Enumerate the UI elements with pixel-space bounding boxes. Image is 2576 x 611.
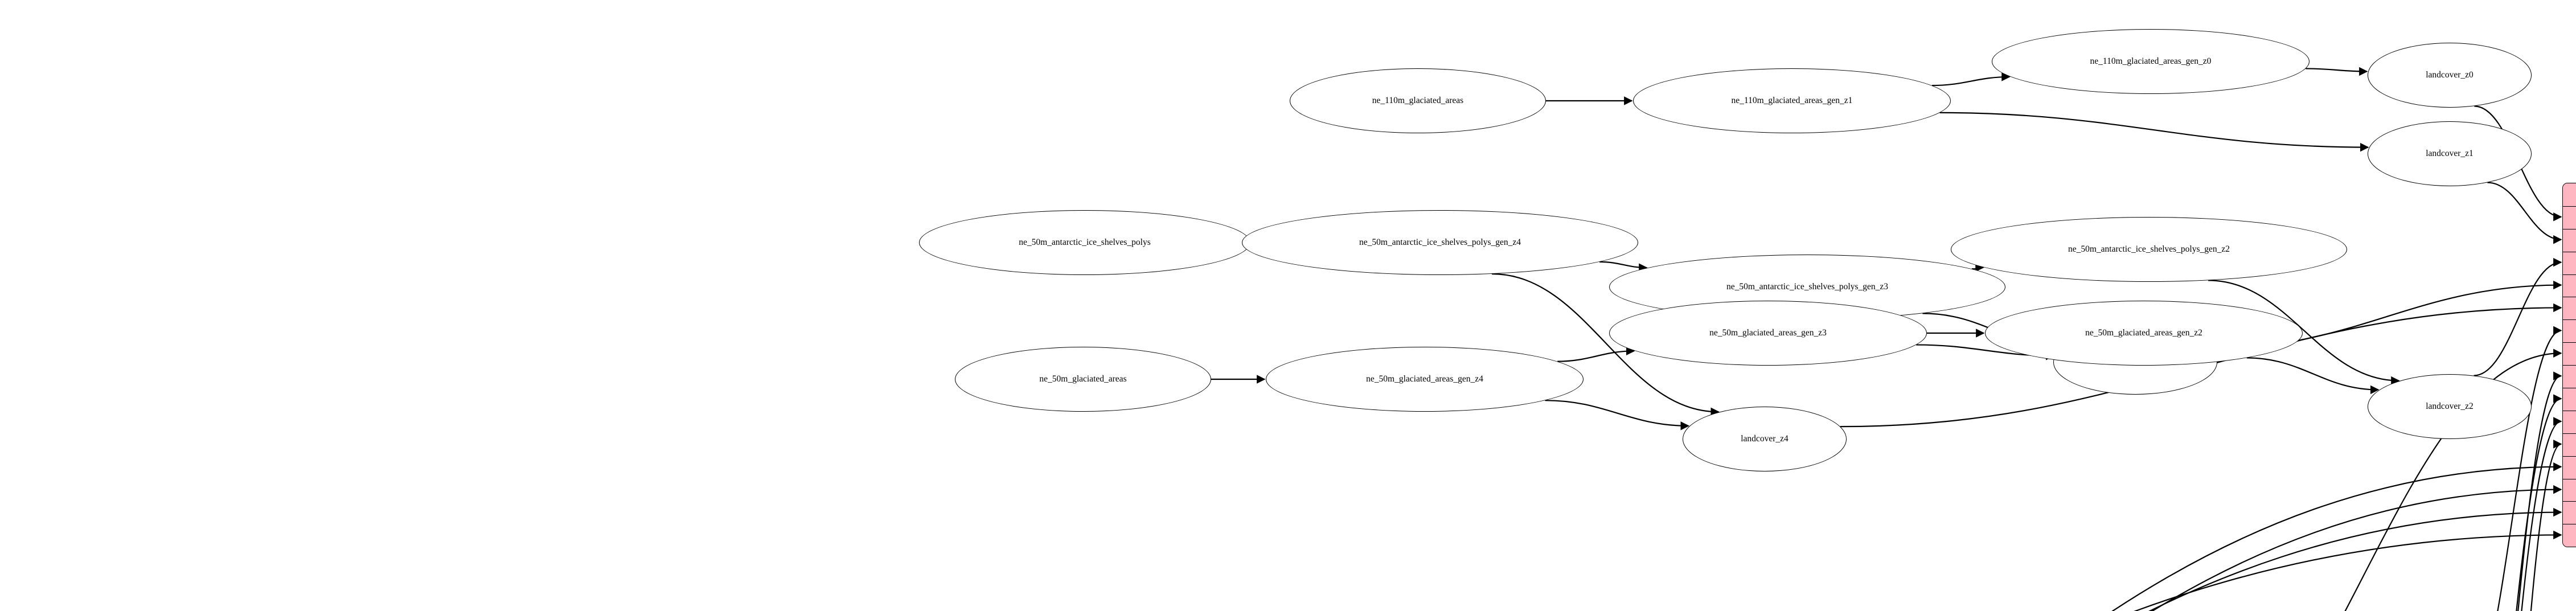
graph-node-label: ne_50m_antarctic_ice_shelves_polys_gen_z… — [1359, 237, 1521, 248]
graph-node-ne_50m_glaciated_areas[interactable]: ne_50m_glaciated_areas — [955, 347, 1211, 412]
graph-node-landcover_z0[interactable]: landcover_z0 — [2368, 43, 2532, 108]
graph-node-label: ne_50m_glaciated_areas_gen_z3 — [1709, 328, 1827, 338]
record-row-z5[interactable]: z5 — [2563, 319, 2576, 343]
record-row-z11[interactable]: z11 — [2563, 456, 2576, 479]
graph-node-label: landcover_z1 — [2426, 149, 2474, 159]
graph-node-ne_110m_glaciated_areas[interactable]: ne_110m_glaciated_areas — [1290, 68, 1546, 133]
graph-node-ne_50m_glaciated_areas_gen_z2[interactable]: ne_50m_glaciated_areas_gen_z2 — [1985, 301, 2303, 366]
record-row-z13[interactable]: z13 — [2563, 501, 2576, 524]
graph-node-landcover_z1[interactable]: landcover_z1 — [2368, 121, 2532, 186]
record-row-z0[interactable]: z0 — [2563, 206, 2576, 229]
graph-node-landcover_z4[interactable]: landcover_z4 — [1683, 407, 1847, 471]
graph-node-ne_110m_glaciated_areas_gen_z0[interactable]: ne_110m_glaciated_areas_gen_z0 — [1992, 29, 2310, 94]
record-row-z9[interactable]: z9 — [2563, 410, 2576, 433]
record-row-z1[interactable]: z1 — [2563, 228, 2576, 252]
graph-node-label: ne_110m_glaciated_areas — [1372, 96, 1464, 106]
record-row-z8[interactable]: z8 — [2563, 388, 2576, 411]
graph-node-label: ne_110m_glaciated_areas_gen_z1 — [1731, 96, 1853, 106]
record-header: layer_landcover — [2563, 183, 2576, 206]
graph-node-label: ne_50m_glaciated_areas — [1039, 374, 1127, 384]
record-row-z3[interactable]: z3 — [2563, 274, 2576, 297]
graph-node-label: ne_50m_antarctic_ice_shelves_polys_gen_z… — [2068, 244, 2230, 255]
graph-node-label: ne_110m_glaciated_areas_gen_z0 — [2090, 56, 2212, 67]
record-row-z14+[interactable]: z14+ — [2563, 524, 2576, 547]
record-row-z12[interactable]: z12 — [2563, 478, 2576, 502]
record-row-z7[interactable]: z7 — [2563, 365, 2576, 388]
graph-node-ne_50m_antarctic_ice_shelves_polys_gen_z4[interactable]: ne_50m_antarctic_ice_shelves_polys_gen_z… — [1242, 210, 1638, 275]
graph-node-ne_50m_glaciated_areas_gen_z3[interactable]: ne_50m_glaciated_areas_gen_z3 — [1609, 301, 1927, 366]
graph-node-label: ne_50m_antarctic_ice_shelves_polys_gen_z… — [1726, 282, 1889, 292]
graph-node-landcover_z2[interactable]: landcover_z2 — [2368, 374, 2532, 439]
record-row-z2[interactable]: z2 — [2563, 251, 2576, 274]
graph-node-label: landcover_z4 — [1741, 434, 1789, 444]
record-row-z6[interactable]: z6 — [2563, 342, 2576, 366]
record-row-z10[interactable]: z10 — [2563, 433, 2576, 456]
graph-node-ne_50m_glaciated_areas_gen_z4[interactable]: ne_50m_glaciated_areas_gen_z4 — [1266, 347, 1584, 412]
graph-node-ne_50m_antarctic_ice_shelves_polys_gen_z2[interactable]: ne_50m_antarctic_ice_shelves_polys_gen_z… — [1951, 217, 2347, 282]
graph-node-ne_50m_antarctic_ice_shelves_polys[interactable]: ne_50m_antarctic_ice_shelves_polys — [919, 210, 1250, 275]
graph-node-label: ne_50m_glaciated_areas_gen_z2 — [2085, 328, 2202, 338]
graph-node-label: landcover_z0 — [2426, 70, 2474, 80]
record-row-z4[interactable]: z4 — [2563, 297, 2576, 320]
graph-node-label: ne_50m_antarctic_ice_shelves_polys — [1019, 237, 1151, 248]
graph-node-label: ne_50m_glaciated_areas_gen_z4 — [1366, 374, 1483, 384]
record-table-layer-landcover[interactable]: layer_landcoverz0z1z2z3z4z5z6z7z8z9z10z1… — [2562, 183, 2576, 548]
graph-node-label: landcover_z2 — [2426, 401, 2474, 412]
graph-node-ne_110m_glaciated_areas_gen_z1[interactable]: ne_110m_glaciated_areas_gen_z1 — [1633, 68, 1951, 133]
